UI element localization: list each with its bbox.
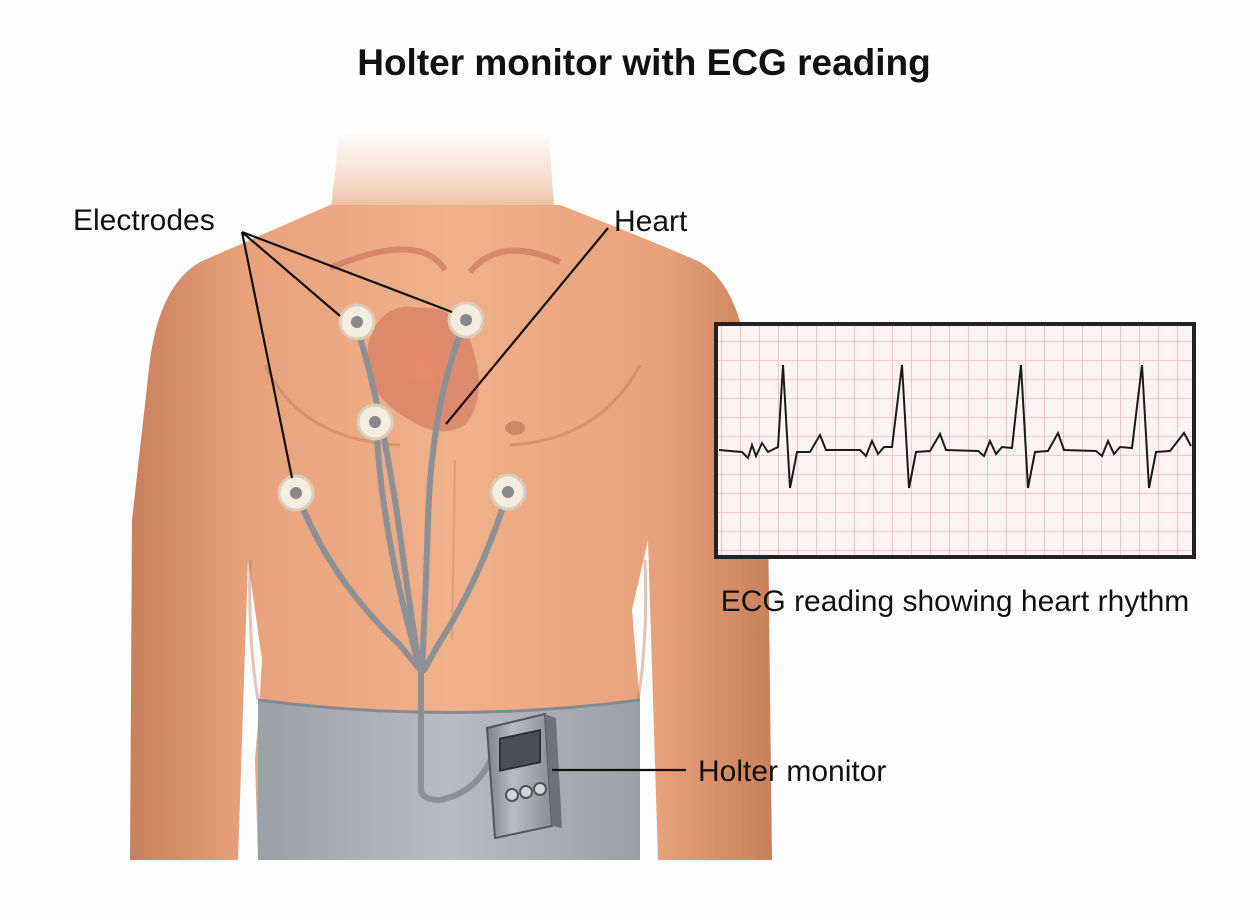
- electrode-icon: [358, 405, 392, 439]
- electrode-icon: [340, 305, 374, 339]
- label-electrodes: Electrodes: [73, 204, 215, 237]
- ecg-panel: [716, 324, 1194, 557]
- electrode-icon: [449, 303, 483, 337]
- holter-device-icon: [487, 714, 562, 838]
- electrode-icon: [491, 475, 525, 509]
- ecg-caption: ECG reading showing heart rhythm: [721, 585, 1190, 618]
- diagram-title: Holter monitor with ECG reading: [357, 42, 931, 83]
- label-holter-monitor: Holter monitor: [698, 755, 886, 788]
- label-heart: Heart: [614, 205, 688, 238]
- torso-illustration: [130, 130, 772, 860]
- electrode-icon: [279, 476, 313, 510]
